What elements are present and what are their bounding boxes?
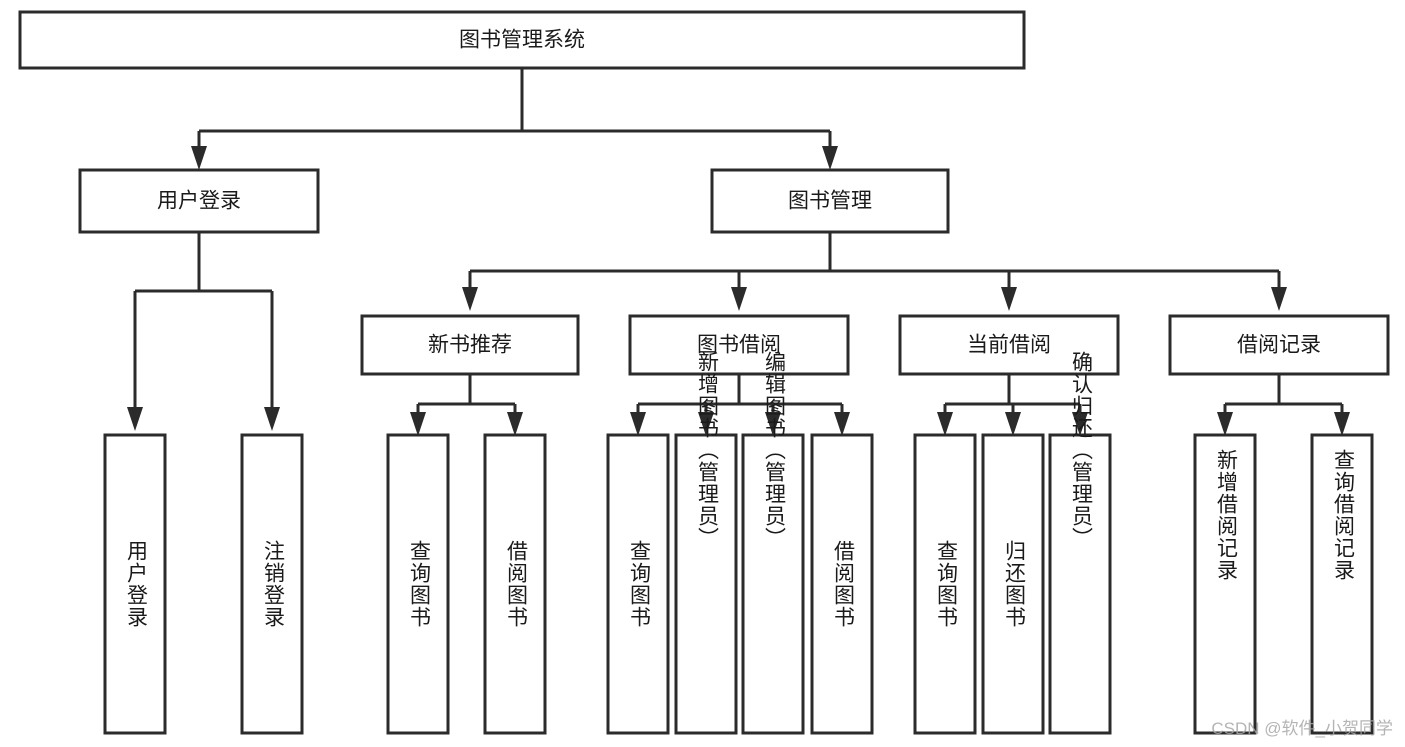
arrow-icon [1001, 287, 1017, 311]
connector-userlogin-bus [133, 232, 274, 407]
arrow-icon [264, 407, 280, 431]
arrow-icon [191, 146, 207, 170]
arrow-icon [127, 407, 143, 431]
leaf-current-borrow-0[interactable]: 查询图书 [913, 433, 977, 735]
arrow-icon [410, 412, 426, 436]
node-new-book-recommend[interactable]: 新书推荐 [360, 314, 580, 376]
connector-borrowrecord-bus [1223, 374, 1344, 412]
node-user-login[interactable]: 用户登录 [78, 168, 320, 234]
connector-currentborrow-bus [943, 374, 1082, 412]
leaf-current-borrow-2[interactable]: 确认归还（管理员） [1048, 351, 1112, 735]
node-current-borrow[interactable]: 当前借阅 [898, 314, 1120, 376]
connector-bookmgmt-bus [468, 232, 1281, 287]
arrow-icon [1334, 412, 1350, 436]
arrow-icon [507, 412, 523, 436]
node-borrow-record-label: 借阅记录 [1237, 334, 1321, 357]
leaf-new-book-recommend-0-label: 查询图书 [407, 540, 431, 628]
leaf-new-book-recommend-1-label: 借阅图书 [504, 540, 528, 628]
connector-root-to-level2 [197, 68, 832, 146]
node-new-book-recommend-label: 新书推荐 [428, 334, 512, 357]
leaf-borrow-record-1[interactable]: 查询借阅记录 [1310, 433, 1374, 735]
leaf-new-book-recommend-0[interactable]: 查询图书 [386, 433, 450, 735]
connector-layer [127, 68, 1350, 436]
node-root-label: 图书管理系统 [459, 29, 585, 52]
node-current-borrow-label: 当前借阅 [967, 334, 1051, 357]
arrow-icon [1271, 287, 1287, 311]
arrow-icon [1217, 412, 1233, 436]
leaf-book-borrow-2-label: 编辑图书（管理员） [762, 351, 786, 549]
node-borrow-record[interactable]: 借阅记录 [1168, 314, 1390, 376]
node-book-borrow[interactable]: 图书借阅 [628, 314, 850, 376]
node-book-borrow-label: 图书借阅 [697, 334, 781, 357]
arrow-icon [1005, 412, 1021, 436]
leaf-book-borrow-1[interactable]: 新增图书（管理员） [674, 351, 738, 735]
leaf-current-borrow-1[interactable]: 归还图书 [981, 433, 1045, 735]
connector-newbook-bus [416, 374, 517, 412]
leaf-user-login-1[interactable]: 注销登录 [240, 433, 304, 735]
leaf-borrow-record-0[interactable]: 新增借阅记录 [1193, 433, 1257, 735]
node-book-management-label: 图书管理 [788, 190, 872, 213]
leaf-book-borrow-0[interactable]: 查询图书 [606, 433, 670, 735]
arrow-icon [937, 412, 953, 436]
node-root[interactable]: 图书管理系统 [18, 10, 1026, 70]
leaf-new-book-recommend-1[interactable]: 借阅图书 [483, 433, 547, 735]
leaf-borrow-record-0-label: 新增借阅记录 [1214, 449, 1238, 581]
leaf-user-login-0[interactable]: 用户登录 [103, 433, 167, 735]
leaf-book-borrow-2[interactable]: 编辑图书（管理员） [741, 351, 805, 735]
leaf-current-borrow-1-label: 归还图书 [1002, 540, 1026, 628]
leaf-user-login-0-label: 用户登录 [124, 540, 148, 628]
leaf-current-borrow-0-label: 查询图书 [934, 540, 958, 628]
node-book-management[interactable]: 图书管理 [710, 168, 950, 234]
leaf-book-borrow-1-label: 新增图书（管理员） [695, 351, 719, 549]
leaf-book-borrow-3[interactable]: 借阅图书 [810, 433, 874, 735]
arrow-icon [462, 287, 478, 311]
leaf-current-borrow-2-label: 确认归还（管理员） [1069, 351, 1093, 549]
leaf-book-borrow-3-label: 借阅图书 [831, 540, 855, 628]
leaf-user-login-1-label: 注销登录 [261, 540, 285, 628]
arrow-icon [731, 287, 747, 311]
arrow-icon [822, 146, 838, 170]
leaf-book-borrow-0-label: 查询图书 [627, 540, 651, 628]
arrow-icon [630, 412, 646, 436]
leaf-borrow-record-1-label: 查询借阅记录 [1331, 449, 1355, 581]
arrow-icon [834, 412, 850, 436]
connector-bookborrow-bus [636, 374, 844, 412]
node-user-login-label: 用户登录 [157, 190, 241, 213]
